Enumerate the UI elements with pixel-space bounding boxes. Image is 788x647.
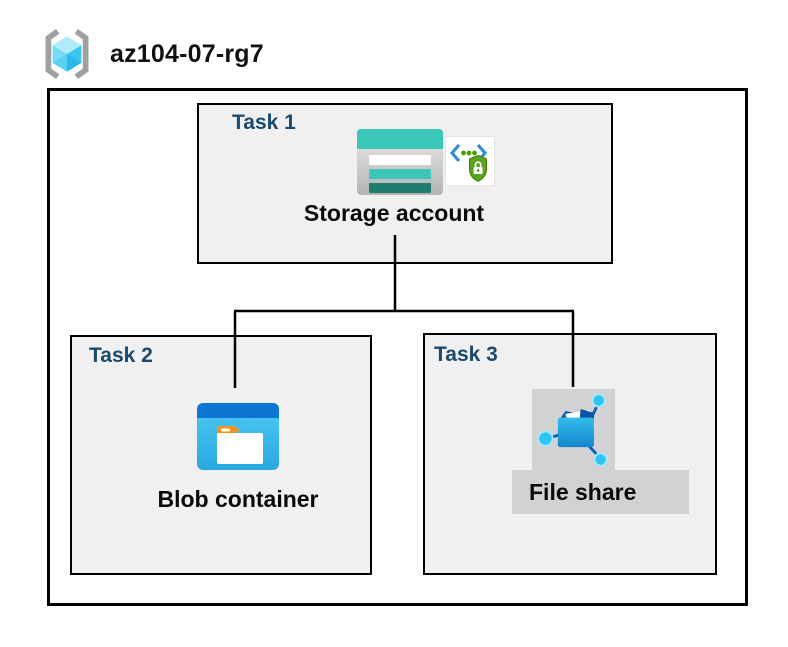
task2-box: Task 2 Blob container <box>70 335 372 575</box>
task3-label: Task 3 <box>434 343 498 366</box>
sas-shield-icon <box>445 136 495 186</box>
resource-group-header: az104-07-rg7 <box>0 0 788 88</box>
task1-label: Task 1 <box>232 111 296 134</box>
blob-container-label: Blob container <box>157 486 319 512</box>
resource-group-title: az104-07-rg7 <box>110 40 264 68</box>
file-share-label: File share <box>512 470 689 514</box>
storage-account-icon <box>357 129 443 195</box>
file-share-icon-highlight <box>532 389 615 470</box>
resource-group-icon <box>45 28 89 80</box>
task1-box: Task 1 Storage accoun <box>197 103 613 264</box>
task2-label: Task 2 <box>89 344 153 367</box>
storage-account-label: Storage account <box>303 200 485 226</box>
task3-box: Task 3 File share <box>423 333 717 575</box>
file-share-icon <box>537 393 608 467</box>
blob-container-icon <box>197 403 279 470</box>
